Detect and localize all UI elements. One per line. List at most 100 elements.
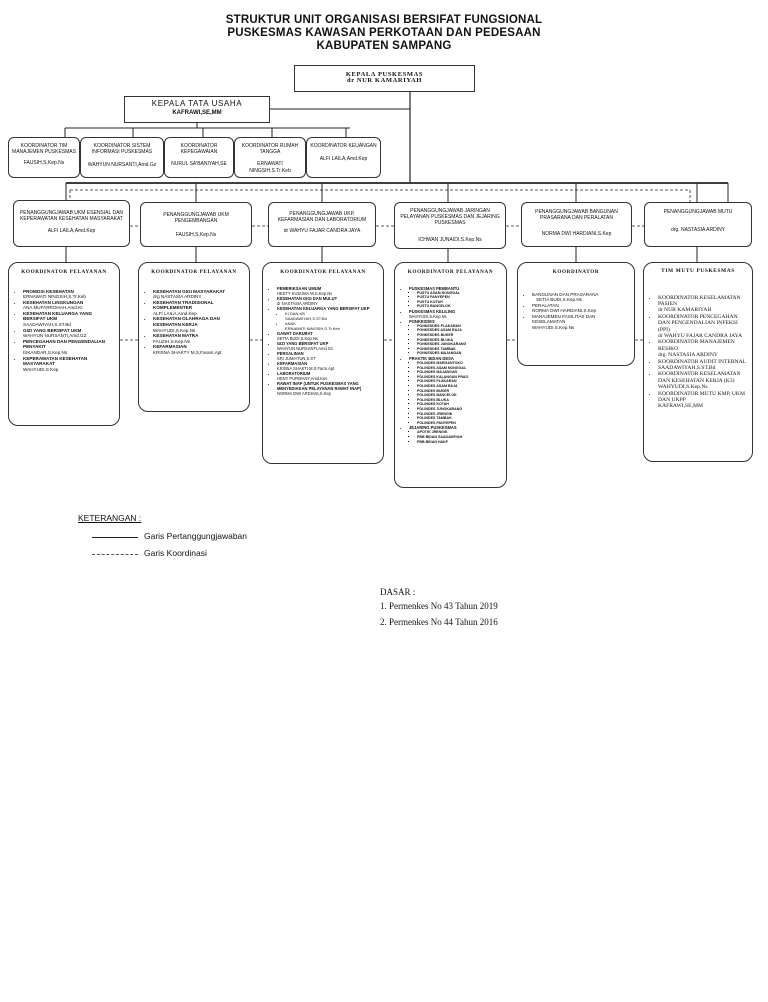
list-item: KEPERAWATAN KESEHATAN MASYARAKATWAHYUDI,…: [23, 356, 115, 373]
legend-dashed-label: Garis Koordinasi: [144, 548, 207, 558]
tu-staff-title: KOORDINATOR KEUANGAN: [310, 143, 377, 149]
kepala-tu-box: KEPALA TATA USAHA KAFRAWI,SE,MM: [124, 96, 270, 123]
legend-solid-label: Garis Pertanggungjawaban: [144, 531, 248, 541]
kepala-puskesmas-name: dr NUR KAMARIYAH: [347, 77, 422, 85]
kepala-tu-name: KAFRAWI,SE,MM: [172, 110, 222, 117]
list-item: KOORDINATOR AUDIT INTERNALSAADAWIYAH,S.S…: [658, 359, 748, 372]
pj-title: PENANGGUNGJAWAB UKP, KEFARMASIAN DAN LAB…: [277, 211, 367, 224]
koordinator-ukp: KOORDINATOR PELAYANAN PEMERIKSAAN UMUMHE…: [262, 262, 384, 464]
tu-staff-box: KOORDINATOR TIM MANAJEMEN PUSKESMAS FAUS…: [8, 137, 80, 178]
tim-mutu-puskesmas: TIM MUTU PUSKESMAS KOORDINATOR KESELAMAT…: [643, 262, 753, 462]
dasar-item: 2. Permenkes No 44 Tahun 2016: [380, 617, 498, 627]
list-item: MANAJEMEN FASILITAS DAN KESELAMATANWAHYU…: [532, 314, 630, 331]
pj-title: PENANGGUNGJAWAB BANGUNAN PRASARANA DAN P…: [535, 209, 618, 222]
kepala-puskesmas-title: KEPALA PUSKESMAS: [345, 71, 424, 78]
pj-title: PENANGGUNGJAWAB UKM ESENSIAL DAN KEPERAW…: [19, 210, 124, 223]
pj-title: PENANGGUNGJAWAB JARINGAN PELAYANAN PUSKE…: [400, 208, 500, 227]
legend-title: KETERANGAN :: [78, 513, 142, 523]
koordinator-jaringan: KOORDINATOR PELAYANAN PUSKESMAS PEMBANTU…: [394, 262, 507, 488]
kepala-puskesmas-box: KEPALA PUSKESMAS dr NUR KAMARIYAH: [294, 65, 475, 92]
kepala-tu-title: KEPALA TATA USAHA: [151, 99, 243, 108]
pj-box-bangunan: PENANGGUNGJAWAB BANGUNAN PRASARANA DAN P…: [521, 202, 632, 247]
pj-box-ukp: PENANGGUNGJAWAB UKP, KEFARMASIAN DAN LAB…: [268, 202, 376, 247]
list-item: PENCEGAHAN DAN PENGENDALIAN PENYAKITISKA…: [23, 339, 115, 356]
pj-title: PENANGGUNGJAWAB UKM PENGEMBANGAN: [163, 212, 229, 225]
legend-solid-line: [92, 537, 138, 538]
pustu-list: PUSTU ASAM NONGGALPUSTU PANYEPENPUSTU KO…: [409, 291, 502, 309]
dasar-item: 1. Permenkes No 43 Tahun 2019: [380, 601, 498, 611]
pj-box-ukm-pengembangan: PENANGGUNGJAWAB UKM PENGEMBANGAN FAUSIH,…: [140, 202, 252, 247]
ponkesdes-list: PONKESDES PLAKARANPONKESDES ASAM RAJAPON…: [409, 324, 502, 356]
koordinator-ukm-esensial: KOORDINATOR PELAYANAN PROMOSI KESEHATANE…: [8, 262, 120, 426]
list-item: KOORDINATOR KESELAMATAN DAN KESEHATAN KE…: [658, 371, 748, 390]
koordinator-heading: KOORDINATOR PELAYANAN: [21, 269, 107, 275]
pj-name: ICHWAN JUNAIDI,S.Kep.Ns: [418, 236, 482, 243]
dasar-title: DASAR :: [380, 587, 416, 597]
tu-staff-name: FAUSIH,S.Kep.Ns: [23, 160, 65, 167]
page-title: STRUKTUR UNIT ORGANISASI BERSIFAT FUNGSI…: [0, 14, 768, 53]
title-line-1: STRUKTUR UNIT ORGANISASI BERSIFAT FUNGSI…: [225, 14, 543, 26]
list-item: PRAKTIK BIDAN DESA POLINDES MARGANTOKOPO…: [409, 356, 502, 425]
koordinator-ukm-pengembangan: KOORDINATOR PELAYANAN KESEHATAN GIGI MAS…: [138, 262, 250, 412]
pj-name: NORMA DWI HARDIANI,S.Kep: [541, 231, 612, 238]
jejaring-list: APOTIK JRENGIKPBB BIDAN SAADAWIYAHPBB BI…: [409, 430, 502, 444]
title-line-2: PUSKESMAS KAWASAN PERKOTAAN DAN PEDESAAN: [227, 27, 541, 39]
tu-staff-title: KOORDINATOR KEPEGAWAIAN: [180, 143, 218, 156]
koordinator-heading: KOORDINATOR: [552, 269, 600, 275]
pj-name: dr WAHYU FAJAR CANDRA JAYA: [283, 228, 361, 235]
tu-staff-title: KOORDINATOR TIM MANAJEMEN PUSKESMAS: [12, 143, 76, 156]
koordinator-heading: KOORDINATOR PELAYANAN: [407, 269, 494, 275]
tu-staff-box: KOORDINATOR RUMAH TANGGA ERNAWATI NINGSI…: [234, 137, 306, 178]
tu-staff-box: KOORDINATOR SISTEM INFORMASI PUSKESMAS W…: [80, 137, 164, 178]
tu-staff-box: KOORDINATOR KEPEGAWAIAN NURUL SA'BANIYAH…: [164, 137, 234, 178]
tu-staff-box: KOORDINATOR KEUANGAN ALFI LAILA,Amd.Kep: [306, 137, 381, 178]
tu-staff-name: ALFI LAILA,Amd.Kep: [319, 156, 368, 163]
list-item: PUSKESMAS PEMBANTU PUSTU ASAM NONGGALPUS…: [409, 286, 502, 309]
pj-name: ALFI LAILA,Amd.Kep: [47, 228, 96, 235]
list-item: KESEHATAN KELUARGA YANG BERSIFAT UKMSAAD…: [23, 311, 115, 328]
koordinator-heading: KOORDINATOR PELAYANAN: [280, 269, 366, 275]
legend-dashed-line: [92, 554, 138, 555]
list-item: JEJARING PUSKESMAS APOTIK JRENGIKPBB BID…: [409, 425, 502, 444]
koordinator-heading: TIM MUTU PUSKESMAS: [661, 268, 735, 274]
pj-name: FAUSIH,S.Kep.Ns: [175, 232, 217, 239]
tu-staff-name: ERNAWATI NINGSIH,S.Tr.Keb: [249, 161, 291, 174]
polindes-list: POLINDES MARGANTOKOPOLINDES ASAM NONGGAL…: [409, 361, 502, 425]
koordinator-heading: KOORDINATOR PELAYANAN: [151, 269, 237, 275]
pj-title: PENANGGUNGJAWAB MUTU: [663, 209, 733, 215]
list-item: RAWAT INAP (UNTUK PUSKESMAS YANG MENYEDI…: [277, 381, 379, 396]
pj-box-mutu: PENANGGUNGJAWAB MUTU drg. NASTASIA ARDIN…: [644, 202, 752, 247]
list-item: KOORDINATOR MUTU KMP, UKM DAN UKPPKAFRAW…: [658, 391, 748, 410]
list-item: PONKESDES PONKESDES PLAKARANPONKESDES AS…: [409, 319, 502, 356]
tu-staff-title: KOORDINATOR RUMAH TANGGA: [241, 143, 299, 156]
list-item: KESEHATAN OLAHRAGA DAN KESEHATAN KERJAWA…: [153, 316, 245, 333]
title-line-3: KABUPATEN SAMPANG: [316, 40, 452, 52]
tu-staff-name: NURUL SA'BANIYAH,SE: [171, 161, 227, 168]
koordinator-bangunan: KOORDINATOR BANGUNAN DAN PRASARANASETIA …: [517, 262, 635, 366]
tu-staff-title: KOORDINATOR SISTEM INFORMASI PUSKESMAS: [91, 143, 153, 156]
tu-staff-name: WAHYUN NURSANTI,Amd.Gz: [87, 162, 157, 169]
list-item: KESEHATAN KELUARGA YANG BERSIFAT UKP KI …: [277, 306, 379, 331]
pj-box-jaringan: PENANGGUNGJAWAB JARINGAN PELAYANAN PUSKE…: [394, 202, 506, 249]
pj-name: drg. NASTASIA ARDINY: [670, 227, 726, 234]
